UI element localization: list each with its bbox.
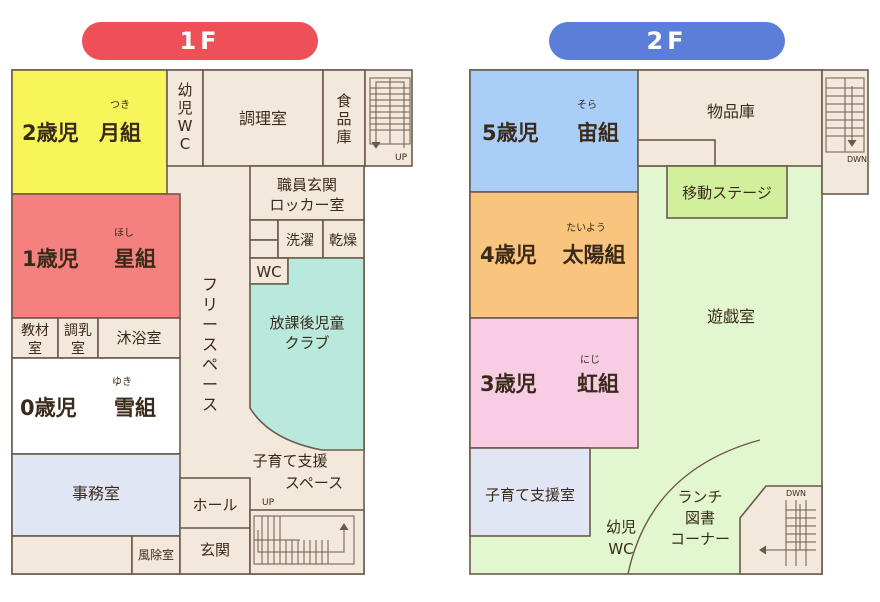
- free-space-3: ー: [202, 315, 218, 334]
- storage-label: 物品庫: [707, 102, 755, 121]
- infant-wc-2f-1: 幼児: [606, 518, 636, 536]
- room-class4: [469, 191, 639, 319]
- class5-ruby: そら: [577, 99, 597, 111]
- room-small-2: [249, 239, 279, 259]
- free-space-6: ー: [202, 375, 218, 394]
- room-afterschool: [249, 257, 365, 451]
- stairs-2f-bottom-icon: [759, 500, 816, 566]
- childcare-support-1: 子育て支援: [252, 452, 327, 470]
- free-space-5: ペ: [202, 355, 218, 374]
- infant-wc-1f-3: W: [178, 117, 193, 135]
- staff-entrance-2: ロッカー室: [269, 196, 344, 214]
- lunch-2: 図書: [685, 509, 715, 527]
- class5-group: 宙組: [577, 121, 619, 145]
- infant-wc-2f-2: WC: [608, 540, 633, 558]
- room-hall-entrance: [179, 477, 251, 575]
- room-lower-left: [11, 535, 133, 575]
- afterschool-2: クラブ: [284, 334, 329, 352]
- hall-label: ホール: [192, 496, 237, 514]
- room-office: [11, 453, 181, 537]
- pantry-3: 庫: [336, 128, 351, 146]
- pantry-2: 品: [336, 110, 351, 128]
- class5-name: 5歳児: [482, 121, 539, 145]
- bath-label: 沐浴室: [116, 329, 161, 347]
- wc-1f-label: WC: [256, 263, 281, 281]
- materials-2: 室: [28, 340, 42, 357]
- windbreak-label: 風除室: [138, 547, 174, 562]
- room-small-1: [249, 219, 279, 241]
- stairs-1f-bottom-icon: [253, 515, 355, 565]
- milk-2: 室: [71, 340, 85, 357]
- office-label: 事務室: [72, 484, 120, 503]
- floor1-label: 1F: [82, 22, 318, 60]
- materials-1: 教材: [21, 323, 49, 339]
- free-space-1: フ: [202, 275, 218, 294]
- room-staff-entrance: [249, 165, 365, 221]
- lunch-3: コーナー: [670, 530, 730, 548]
- room-storage-notch: [637, 139, 716, 167]
- room-kitchen: [202, 69, 324, 167]
- class0-group: 雪組: [114, 396, 156, 420]
- class3-group: 虹組: [577, 372, 619, 396]
- stairs-1f-top-icon: [369, 77, 411, 149]
- class0-name: 0歳児: [20, 396, 77, 420]
- afterschool-1: 放課後児童: [269, 314, 344, 332]
- room-mobile-stage: [666, 165, 788, 219]
- drying-label: 乾燥: [329, 233, 357, 249]
- childcare-support-2: スペース: [285, 474, 343, 492]
- class1-ruby: ほし: [114, 227, 134, 239]
- class3-name: 3歳児: [480, 372, 537, 396]
- stairs-up-1f-2: UP: [262, 498, 275, 508]
- room-drying: [322, 219, 365, 259]
- room-infant-wc-1f: [166, 69, 204, 167]
- stairs-up-1f: UP: [395, 153, 408, 163]
- free-space-7: ス: [202, 395, 218, 414]
- lunch-1: ランチ: [677, 488, 722, 506]
- room-stairs-2f-bottom: [739, 485, 823, 575]
- floor2-label: 2F: [549, 22, 785, 60]
- class4-ruby: たいよう: [566, 222, 606, 234]
- room-windbreak: [131, 535, 181, 575]
- infant-wc-1f-2: 児: [177, 99, 192, 117]
- stairs-down-2f-2: DWN: [786, 489, 806, 498]
- milk-1: 調乳: [64, 323, 92, 339]
- class2-name: 2歳児: [22, 121, 79, 145]
- stairs-2f-top-icon: [825, 77, 865, 153]
- washing-label: 洗濯: [286, 233, 314, 249]
- class1-group: 星組: [114, 247, 156, 271]
- stairs-down-2f: DWN: [847, 155, 867, 164]
- room-class2: [11, 69, 168, 195]
- infant-wc-1f-4: C: [180, 135, 190, 153]
- room-class3: [469, 317, 639, 449]
- class3-ruby: にじ: [580, 354, 600, 366]
- entrance-label: 玄関: [200, 541, 230, 559]
- room-washing: [277, 219, 324, 259]
- class2-group: 月組: [98, 121, 141, 145]
- class4-name: 4歳児: [480, 243, 537, 267]
- kitchen-label: 調理室: [239, 109, 287, 128]
- room-class5: [469, 69, 639, 193]
- room-stairs-1f-bottom: [249, 509, 365, 575]
- pantry-1: 食: [336, 92, 351, 110]
- childcare-support-room-label: 子育て支援室: [485, 486, 575, 504]
- staff-entrance-1: 職員玄関: [277, 176, 337, 194]
- class1-name: 1歳児: [22, 247, 79, 271]
- room-childcare-support-room: [469, 447, 591, 537]
- room-class1: [11, 193, 181, 319]
- class0-ruby: ゆき: [112, 376, 132, 388]
- free-space-4: ス: [202, 335, 218, 354]
- class4-group: 太陽組: [563, 243, 626, 267]
- infant-wc-1f-1: 幼: [177, 81, 192, 99]
- class2-ruby: つき: [110, 99, 130, 111]
- playroom-label: 遊戯室: [707, 307, 755, 326]
- free-space-2: リ: [202, 295, 218, 314]
- mobile-stage-label: 移動ステージ: [682, 184, 772, 202]
